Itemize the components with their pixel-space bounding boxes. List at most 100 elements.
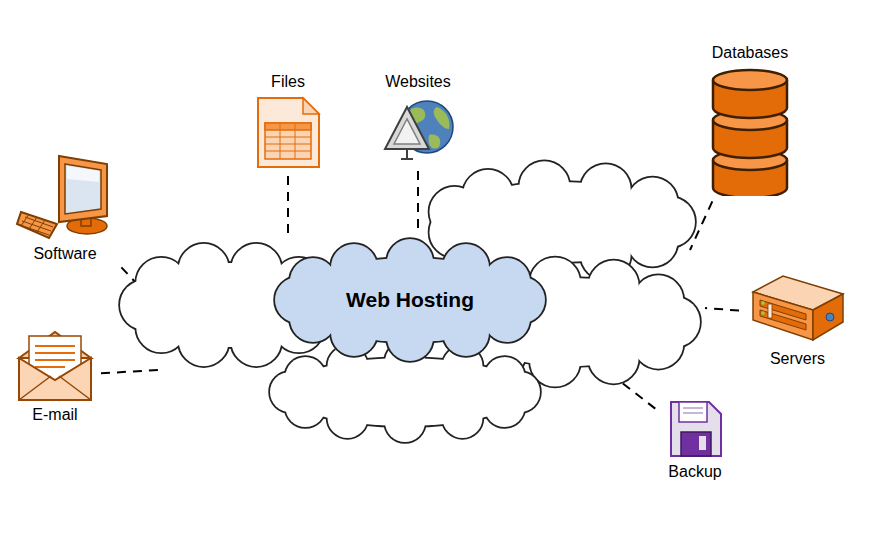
icon-part bbox=[671, 402, 721, 456]
cloud-bump bbox=[387, 315, 433, 361]
service-node: Software bbox=[10, 152, 120, 263]
dashed-connector bbox=[705, 308, 739, 311]
node-label: Files bbox=[271, 72, 305, 91]
cloud-bump bbox=[581, 164, 631, 214]
icon-part bbox=[265, 123, 311, 130]
cloud-bump bbox=[231, 316, 281, 366]
file-icon bbox=[253, 95, 323, 170]
icon-part bbox=[753, 292, 813, 340]
cloud-fill bbox=[120, 244, 340, 366]
cloud-bump bbox=[633, 319, 683, 369]
cloud-bump bbox=[589, 261, 639, 311]
node-label: Databases bbox=[712, 43, 789, 62]
computer-icon bbox=[15, 152, 115, 242]
cloud-bump bbox=[231, 244, 281, 294]
cloud-bump bbox=[179, 244, 229, 294]
cloud-bump bbox=[136, 258, 186, 308]
cloud-bump bbox=[443, 244, 489, 290]
cloud-bump bbox=[136, 258, 186, 308]
cloud-bump bbox=[628, 178, 678, 228]
dashed-connector bbox=[417, 171, 419, 234]
dashed-connector bbox=[101, 370, 158, 373]
database-icon bbox=[708, 66, 793, 196]
cloud-bump bbox=[231, 316, 281, 366]
node-label: Software bbox=[33, 244, 96, 263]
cloud-stroke bbox=[275, 239, 545, 361]
service-node: E-mail bbox=[15, 328, 95, 424]
cloud-bump bbox=[285, 357, 325, 397]
cloud-bump bbox=[633, 275, 683, 325]
cloud-bump bbox=[633, 275, 683, 325]
icon-part bbox=[258, 98, 319, 167]
globe-icon bbox=[381, 95, 456, 165]
icon-part bbox=[19, 376, 91, 400]
cloud-bump bbox=[485, 357, 525, 397]
cloud-shape bbox=[275, 239, 545, 361]
cloud-bump bbox=[179, 244, 229, 294]
cloud-bump bbox=[581, 164, 631, 214]
icon-part bbox=[826, 313, 834, 321]
icon-part bbox=[20, 214, 53, 235]
icon-part bbox=[761, 311, 765, 315]
cloud-bump bbox=[589, 261, 639, 311]
cloud-bump bbox=[331, 310, 377, 356]
icon-part bbox=[813, 294, 843, 340]
icon-part bbox=[59, 156, 107, 222]
icon-part bbox=[433, 107, 449, 129]
service-node: Websites bbox=[378, 72, 458, 165]
cloud-bump bbox=[331, 244, 377, 290]
cloud-bump bbox=[530, 337, 580, 387]
cloud-bump bbox=[485, 357, 525, 397]
icon-part bbox=[699, 436, 706, 450]
icon-part bbox=[394, 119, 420, 144]
cloud-bump bbox=[484, 258, 530, 304]
service-node: Files bbox=[248, 72, 328, 170]
icon-part bbox=[385, 107, 429, 149]
icon-part bbox=[428, 135, 440, 149]
icon-part bbox=[35, 346, 75, 367]
icon-part bbox=[768, 304, 772, 318]
icon-part bbox=[401, 149, 413, 159]
cloud-bump bbox=[484, 258, 530, 304]
cloud-bump bbox=[628, 178, 678, 228]
cloud-bump bbox=[285, 357, 325, 397]
cloud-bump bbox=[463, 170, 513, 220]
icon-part bbox=[761, 301, 765, 305]
cloud-bump bbox=[387, 239, 433, 285]
cloud-hub: Web Hosting bbox=[110, 150, 710, 450]
icon-part bbox=[679, 402, 707, 422]
cloud-stroke bbox=[120, 244, 340, 366]
icon-part bbox=[265, 123, 311, 159]
cloud-bump bbox=[463, 170, 513, 220]
cloud-bump bbox=[443, 398, 483, 438]
floppy-disk-icon bbox=[665, 398, 725, 460]
cloud-bump bbox=[290, 258, 336, 304]
cloud-bump bbox=[179, 316, 229, 366]
icon-part bbox=[17, 212, 57, 238]
cloud-bump bbox=[633, 319, 683, 369]
cloud-bump bbox=[443, 310, 489, 356]
cloud-bump bbox=[443, 310, 489, 356]
icon-part bbox=[265, 123, 311, 159]
icon-part bbox=[713, 70, 787, 90]
cloud-bump bbox=[519, 161, 569, 211]
cloud-bump bbox=[331, 244, 377, 290]
cloud-shape bbox=[120, 244, 340, 366]
cloud-bump bbox=[387, 315, 433, 361]
cloud-bump bbox=[385, 402, 425, 442]
node-label: Backup bbox=[668, 462, 721, 481]
icon-part bbox=[67, 166, 99, 182]
cloud-bump bbox=[443, 398, 483, 438]
cloud-bump bbox=[290, 258, 336, 304]
cloud-bump bbox=[385, 402, 425, 442]
server-icon bbox=[748, 262, 848, 347]
service-node: Databases bbox=[700, 43, 800, 196]
icon-part bbox=[303, 98, 319, 114]
cloud-bump bbox=[179, 316, 229, 366]
icon-part bbox=[681, 432, 711, 456]
cloud-bump bbox=[519, 161, 569, 211]
icon-part bbox=[760, 310, 806, 330]
node-label: Websites bbox=[385, 72, 451, 91]
cloud-bump bbox=[328, 398, 368, 438]
